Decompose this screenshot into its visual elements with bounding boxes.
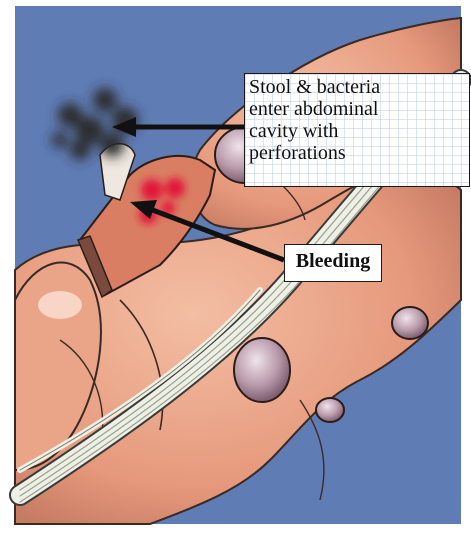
- diverticulum-3: [392, 307, 428, 339]
- perforation-callout: Stool & bacteria enter abdominal cavity …: [244, 73, 470, 187]
- bleeding-label: Bleeding: [285, 250, 381, 273]
- bleeding-callout: Bleeding: [284, 244, 382, 282]
- diverticulum-4: [316, 398, 344, 422]
- highlight: [38, 291, 82, 319]
- perforation-label: Stool & bacteria enter abdominal cavity …: [249, 76, 467, 164]
- diverticulum-2: [234, 338, 290, 402]
